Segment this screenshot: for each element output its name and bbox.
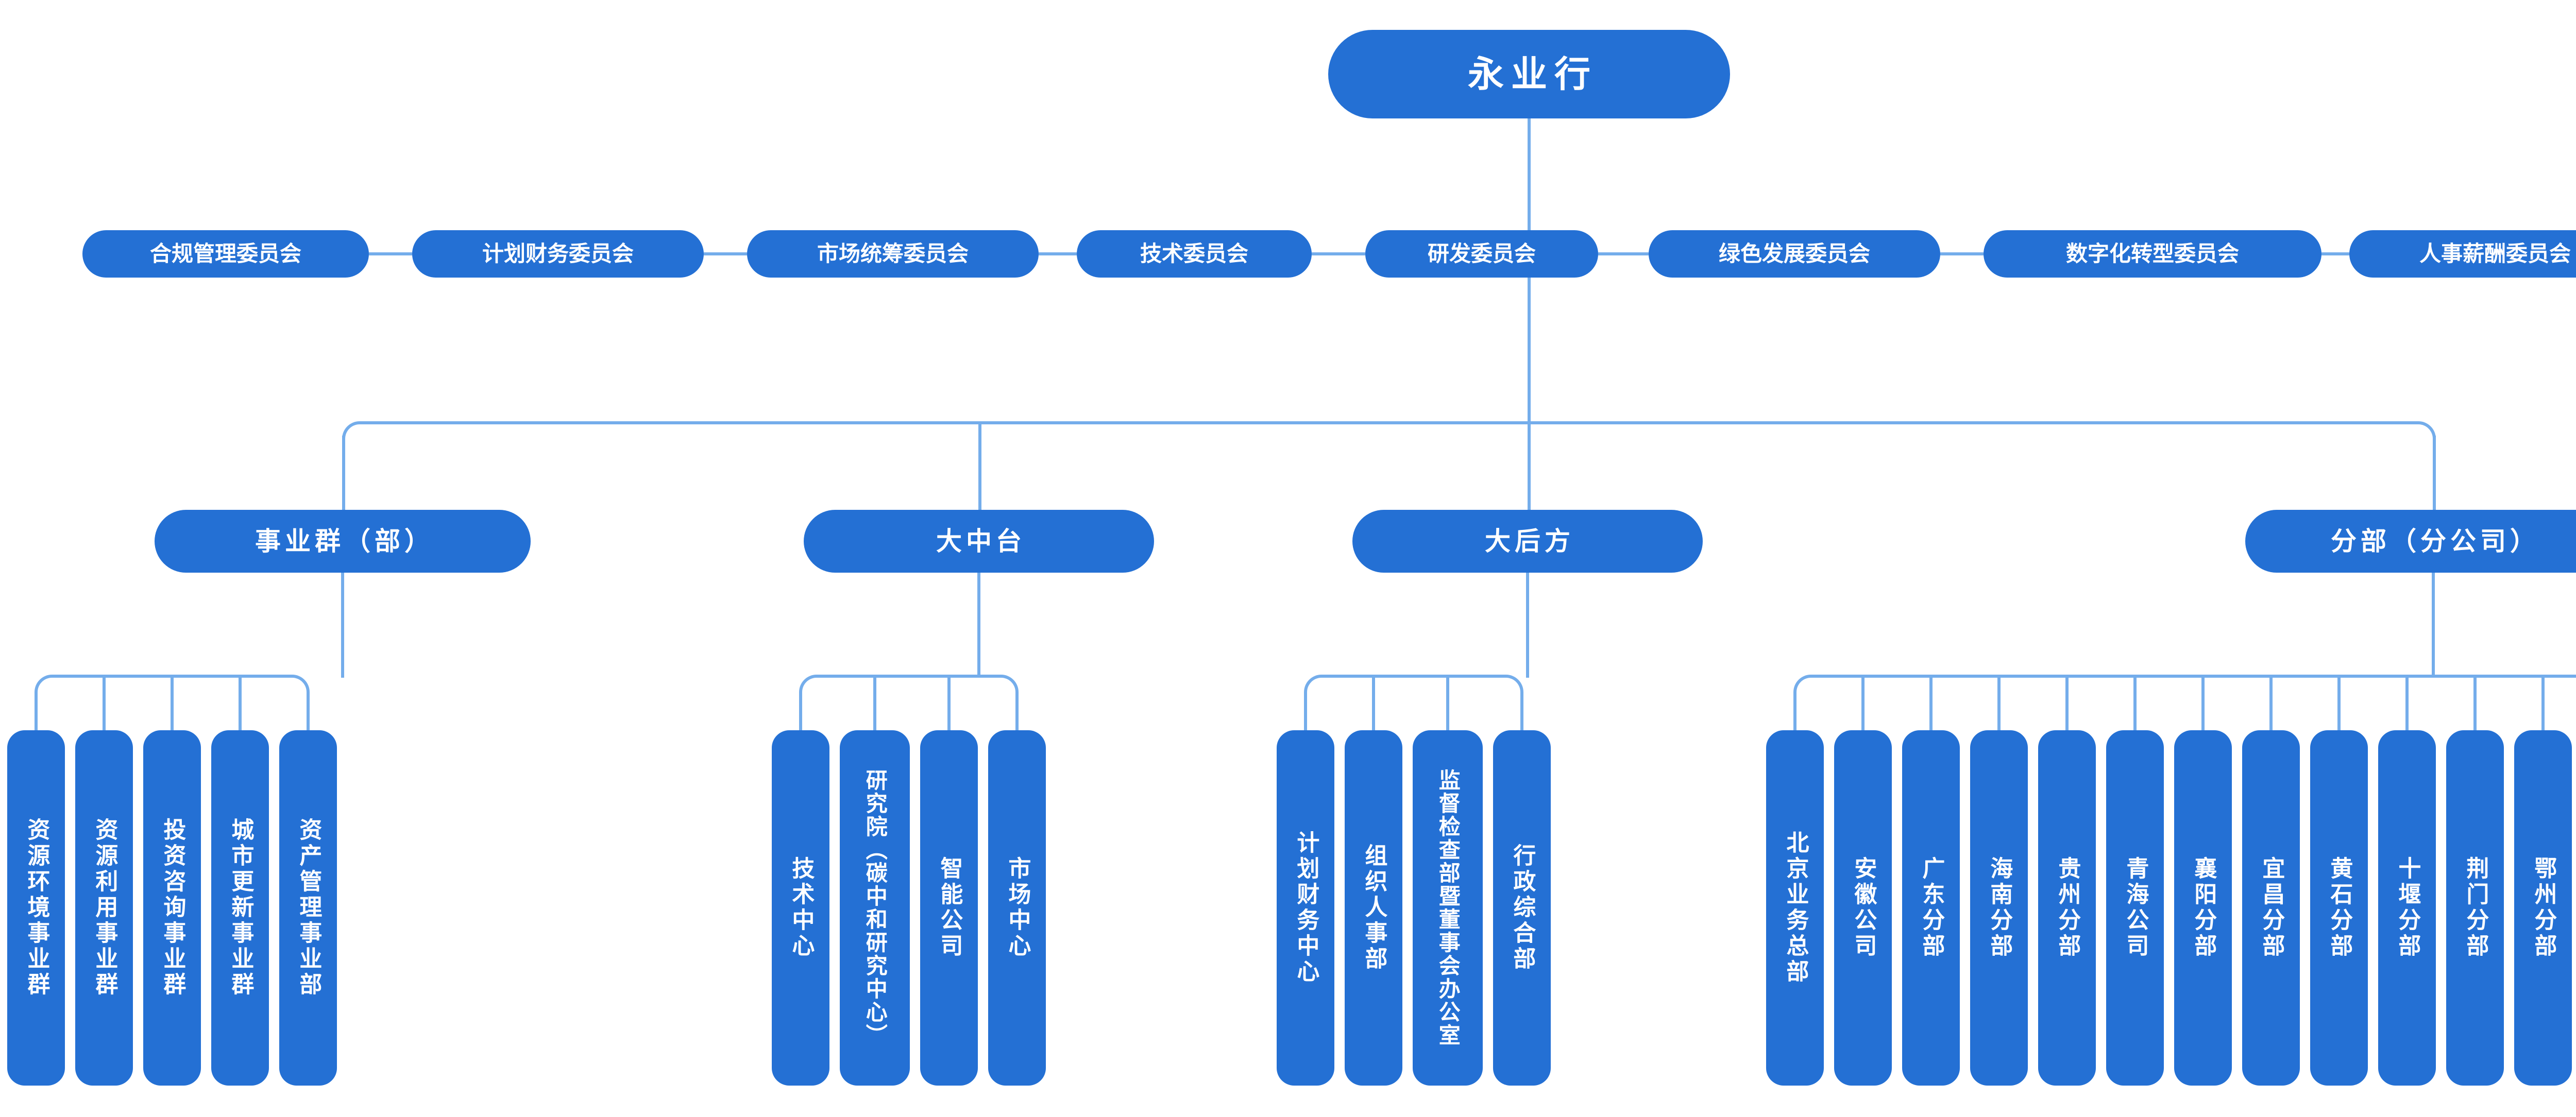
leaf-node-1-5[interactable]: 资产管理事业部	[279, 730, 337, 1086]
connector-leaf-bracket-left-4	[1793, 675, 1811, 692]
connector-committee-link-3	[1039, 252, 1077, 255]
connector-leaf-drop-2-1	[799, 692, 802, 730]
committee-node-1[interactable]: 合规管理委员会	[82, 230, 369, 278]
connector-group-drop-4	[2433, 436, 2436, 510]
connector-leaf-bracket-bar-2	[817, 675, 1001, 678]
connector-leaf-drop-4-4	[1997, 675, 2001, 730]
leaf-node-4-7[interactable]: 襄阳分部	[2174, 730, 2232, 1086]
connector-group-drop-3	[1528, 421, 1531, 510]
leaf-node-4-1[interactable]: 北京业务总部	[1766, 730, 1824, 1086]
committee-node-8[interactable]: 人事薪酬委员会	[2349, 230, 2576, 278]
leaf-node-4-3[interactable]: 广东分部	[1902, 730, 1960, 1086]
connector-leaf-drop-1-1	[35, 692, 38, 730]
leaf-node-4-4[interactable]: 海南分部	[1970, 730, 2028, 1086]
connector-leaf-bracket-left-3	[1304, 675, 1321, 692]
leaf-node-4-9[interactable]: 黄石分部	[2310, 730, 2368, 1086]
connector-leaf-drop-1-5	[307, 692, 310, 730]
connector-group-drop-2	[978, 421, 981, 510]
leaf-node-4-12[interactable]: 鄂州分部	[2514, 730, 2572, 1086]
leaf-node-1-1[interactable]: 资源环境事业群	[7, 730, 65, 1086]
connector-leaf-drop-1-3	[171, 675, 174, 730]
connector-leaf-drop-4-8	[2269, 675, 2273, 730]
connector-group-3-stem	[1526, 573, 1529, 678]
leaf-node-4-11[interactable]: 荆门分部	[2446, 730, 2504, 1086]
committee-node-7[interactable]: 数字化转型委员会	[1984, 230, 2321, 278]
group-node-2[interactable]: 大中台	[804, 510, 1154, 573]
connector-leaf-drop-2-2	[873, 675, 876, 730]
connector-group-4-stem	[2432, 573, 2435, 678]
connector-leaf-drop-4-10	[2405, 675, 2409, 730]
leaf-node-4-10[interactable]: 十堰分部	[2378, 730, 2436, 1086]
leaf-node-1-2[interactable]: 资源利用事业群	[75, 730, 133, 1086]
connector-leaf-drop-3-3	[1446, 675, 1449, 730]
connector-leaf-drop-4-9	[2337, 675, 2341, 730]
leaf-node-3-3[interactable]: 监督检查部暨董事会办公室	[1413, 730, 1483, 1086]
leaf-node-4-2[interactable]: 安徽公司	[1834, 730, 1892, 1086]
leaf-node-4-8[interactable]: 宜昌分部	[2242, 730, 2300, 1086]
leaf-node-4-5[interactable]: 贵州分部	[2038, 730, 2096, 1086]
connector-group-drop-1	[342, 436, 345, 510]
connector-leaf-drop-4-12	[2541, 675, 2545, 730]
connector-leaf-drop-1-2	[103, 675, 106, 730]
leaf-node-1-4[interactable]: 城市更新事业群	[211, 730, 269, 1086]
connector-leaf-drop-3-2	[1372, 675, 1375, 730]
connector-leaf-drop-4-1	[1793, 692, 1797, 730]
committee-node-5[interactable]: 研发委员会	[1365, 230, 1598, 278]
connector-leaf-bracket-right-2	[1001, 675, 1019, 692]
leaf-node-3-2[interactable]: 组织人事部	[1345, 730, 1402, 1086]
group-node-3[interactable]: 大后方	[1352, 510, 1703, 573]
group-node-4[interactable]: 分部（分公司）	[2245, 510, 2576, 573]
connector-leaf-drop-3-1	[1304, 692, 1307, 730]
connector-committee-stem	[1528, 278, 1531, 423]
connector-leaf-bracket-bar-4	[1811, 675, 2576, 678]
committee-node-2[interactable]: 计划财务委员会	[412, 230, 704, 278]
connector-leaf-drop-4-11	[2473, 675, 2477, 730]
connector-committee-link-4	[1312, 252, 1365, 255]
connector-leaf-drop-4-5	[2065, 675, 2069, 730]
connector-leaf-bracket-bar-3	[1321, 675, 1506, 678]
connector-leaf-drop-2-3	[947, 675, 951, 730]
connector-committee-link-7	[2321, 252, 2349, 255]
committee-node-6[interactable]: 绿色发展委员会	[1649, 230, 1940, 278]
connector-committee-link-1	[369, 252, 412, 255]
group-node-1[interactable]: 事业群（部）	[155, 510, 531, 573]
connector-committee-link-5	[1598, 252, 1649, 255]
leaf-node-3-4[interactable]: 行政综合部	[1493, 730, 1551, 1086]
committee-node-4[interactable]: 技术委员会	[1077, 230, 1312, 278]
connector-group-bracket-bar	[360, 421, 2418, 424]
connector-leaf-drop-4-2	[1861, 675, 1865, 730]
committee-node-3[interactable]: 市场统筹委员会	[747, 230, 1039, 278]
leaf-node-2-3[interactable]: 智能公司	[920, 730, 978, 1086]
leaf-node-1-3[interactable]: 投资咨询事业群	[143, 730, 201, 1086]
leaf-node-2-1[interactable]: 技术中心	[772, 730, 829, 1086]
connector-group-2-stem	[977, 573, 980, 678]
connector-committee-link-6	[1940, 252, 1984, 255]
leaf-node-2-4[interactable]: 市场中心	[988, 730, 1046, 1086]
connector-leaf-bracket-right-3	[1506, 675, 1523, 692]
connector-leaf-drop-2-4	[1015, 692, 1019, 730]
leaf-node-3-1[interactable]: 计划财务中心	[1277, 730, 1334, 1086]
connector-leaf-drop-1-4	[239, 675, 242, 730]
connector-committee-link-2	[704, 252, 747, 255]
connector-leaf-bracket-left-1	[35, 675, 52, 692]
connector-leaf-drop-4-3	[1929, 675, 1933, 730]
connector-leaf-drop-4-7	[2201, 675, 2205, 730]
leaf-node-4-6[interactable]: 青海公司	[2106, 730, 2164, 1086]
connector-leaf-bracket-left-2	[799, 675, 817, 692]
connector-leaf-drop-3-4	[1520, 692, 1523, 730]
connector-leaf-drop-4-6	[2133, 675, 2137, 730]
leaf-node-2-2[interactable]: 研究院（碳中和研究中心）	[840, 730, 910, 1086]
connector-leaf-bracket-right-1	[292, 675, 310, 692]
root-node-yongyehang[interactable]: 永业行	[1328, 30, 1730, 118]
connector-root-stem	[1528, 118, 1531, 230]
connector-group-bracket-left	[342, 421, 360, 439]
connector-group-1-stem	[341, 573, 344, 678]
